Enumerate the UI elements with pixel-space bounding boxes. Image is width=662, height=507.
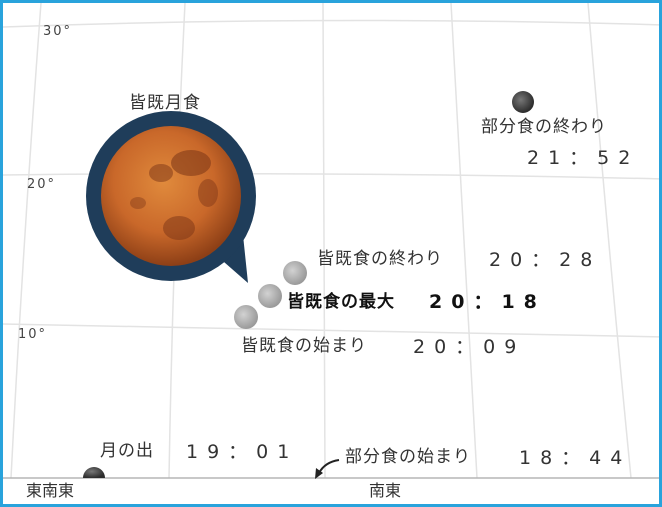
moonrise-time: 19：01 [186, 441, 299, 463]
alt-line-10 [3, 323, 659, 338]
direction-label-se: 南東 [369, 481, 402, 500]
moon-rise-icon [83, 467, 105, 478]
partial-begin-arrow-icon [318, 459, 340, 474]
partial-begin-label: 部分食の始まり [345, 447, 471, 467]
alt-label-30: 30° [43, 24, 73, 39]
total-max-time: 20：18 [429, 291, 546, 313]
partial-end-label: 部分食の終わり [481, 117, 607, 137]
callout-title: 皆既月食 [129, 93, 201, 113]
moon-total-begin-icon [234, 305, 258, 329]
az-line-4 [450, 3, 478, 479]
total-begin-label: 皆既食の始まり [241, 336, 367, 356]
alt-label-10: 10° [18, 327, 48, 342]
sky-grid [3, 3, 659, 479]
alt-label-20: 20° [27, 177, 57, 192]
moon-partial-end-icon [512, 91, 534, 113]
moon-total-end-icon [283, 261, 307, 285]
eclipse-callout [86, 111, 256, 283]
total-begin-time: 20：09 [413, 336, 526, 358]
az-line-5 [587, 3, 632, 479]
az-line-1 [10, 3, 42, 479]
partial-begin-arrowhead-icon [315, 468, 323, 479]
direction-label-ese: 東南東 [26, 481, 75, 500]
moon-total-max-icon [258, 284, 282, 308]
total-end-time: 20：28 [489, 249, 602, 271]
partial-end-time: 21：52 [527, 147, 640, 169]
red-moon-image [101, 126, 241, 266]
total-max-label: 皆既食の最大 [287, 292, 395, 312]
partial-begin-time: 18：44 [519, 447, 632, 469]
az-line-3 [322, 3, 326, 479]
alt-line-30 [3, 19, 659, 28]
total-end-label: 皆既食の終わり [317, 249, 443, 269]
moonrise-label: 月の出 [100, 441, 154, 461]
